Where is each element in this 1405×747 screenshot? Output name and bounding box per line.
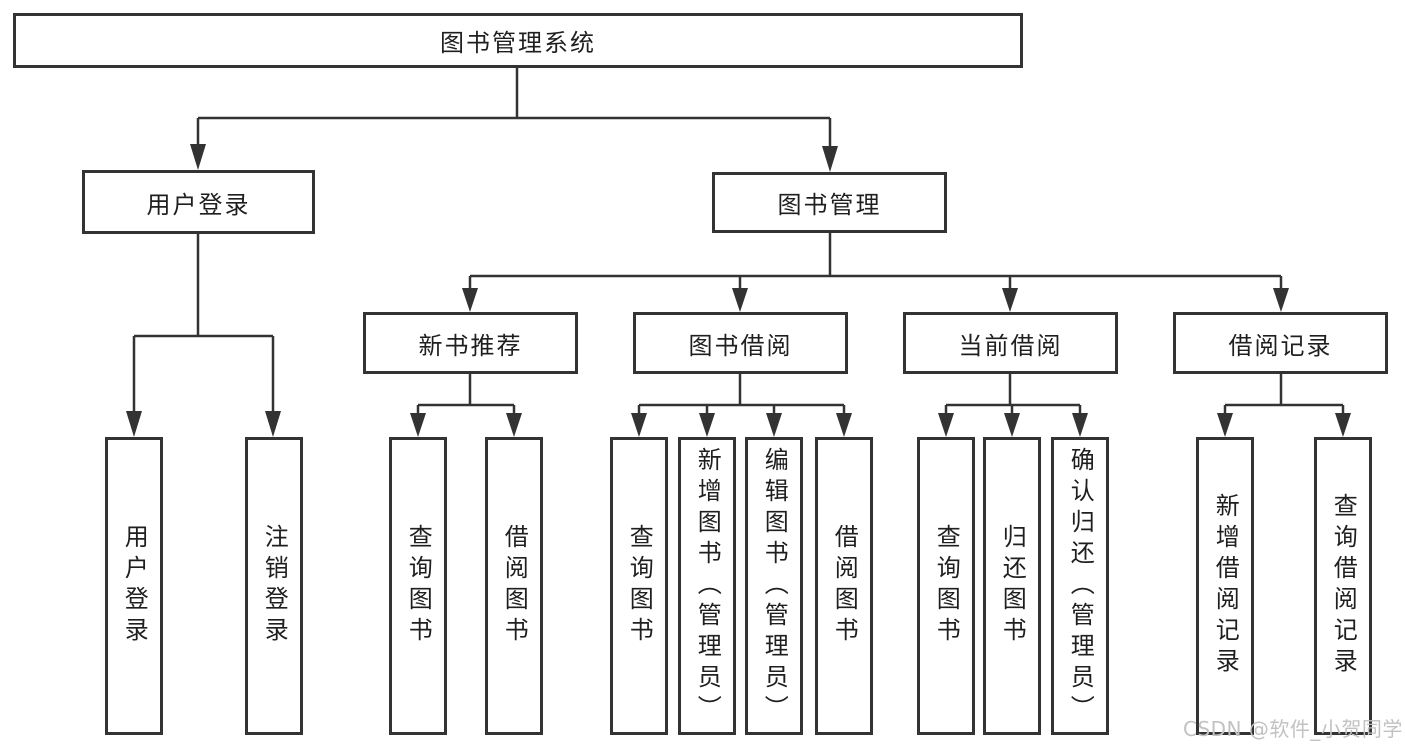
arrow-down-icon: [732, 288, 748, 312]
leaf-logout: 注销登录: [245, 437, 303, 735]
arrow-down-icon: [1002, 288, 1018, 312]
arrow-down-icon: [938, 413, 954, 437]
leaf-query-books-1: 查询图书: [389, 437, 447, 735]
connector-user-login: [132, 234, 275, 417]
arrow-down-icon: [410, 413, 426, 437]
leaf-add-borrow-record: 新增借阅记录: [1196, 437, 1254, 735]
arrow-down-icon: [506, 413, 522, 437]
node-book-borrow: 图书借阅: [633, 312, 848, 374]
connector-lines: [132, 66, 1345, 417]
connector-borrow-records: [1223, 374, 1345, 417]
arrow-down-icon: [1335, 413, 1351, 437]
leaf-user-login: 用户登录: [105, 437, 163, 735]
connector-current-borrow: [944, 374, 1082, 417]
arrow-down-icon: [699, 413, 715, 437]
connector-book-borrow: [637, 374, 846, 417]
leaf-query-borrow-record: 查询借阅记录: [1314, 437, 1372, 735]
connector-new-books: [416, 374, 516, 417]
arrow-down-icon: [1217, 413, 1233, 437]
connector-book-mgmt: [468, 233, 1283, 292]
node-book-mgmt: 图书管理: [712, 172, 947, 233]
arrow-down-icon: [836, 413, 852, 437]
leaf-borrow-books-1: 借阅图书: [485, 437, 543, 735]
arrow-down-icon: [462, 288, 478, 312]
arrow-down-icon: [631, 413, 647, 437]
leaf-add-books-admin: 新增图书（管理员）: [678, 437, 736, 735]
node-borrow-records: 借阅记录: [1173, 312, 1388, 374]
leaf-edit-books-admin: 编辑图书（管理员）: [745, 437, 803, 735]
leaf-borrow-books-2: 借阅图书: [815, 437, 873, 735]
leaf-query-books-3: 查询图书: [917, 437, 975, 735]
arrow-down-icon: [126, 411, 142, 437]
arrow-down-icon: [1072, 413, 1088, 437]
node-new-books: 新书推荐: [363, 312, 578, 374]
connector-root: [196, 66, 832, 152]
arrow-down-icon: [190, 144, 206, 170]
arrowheads: [126, 144, 1351, 437]
leaf-query-books-2: 查询图书: [610, 437, 668, 735]
arrow-down-icon: [1273, 288, 1289, 312]
arrow-down-icon: [1004, 413, 1020, 437]
arrow-down-icon: [265, 411, 281, 437]
arrow-down-icon: [766, 413, 782, 437]
leaf-return-books: 归还图书: [983, 437, 1041, 735]
arrow-down-icon: [822, 146, 838, 172]
node-current-borrow: 当前借阅: [903, 312, 1118, 374]
watermark: CSDN @软件_小贺同学: [1183, 717, 1403, 741]
leaf-confirm-return-admin: 确认归还（管理员）: [1051, 437, 1109, 735]
node-root: 图书管理系统: [13, 13, 1023, 68]
node-user-login: 用户登录: [82, 170, 315, 234]
